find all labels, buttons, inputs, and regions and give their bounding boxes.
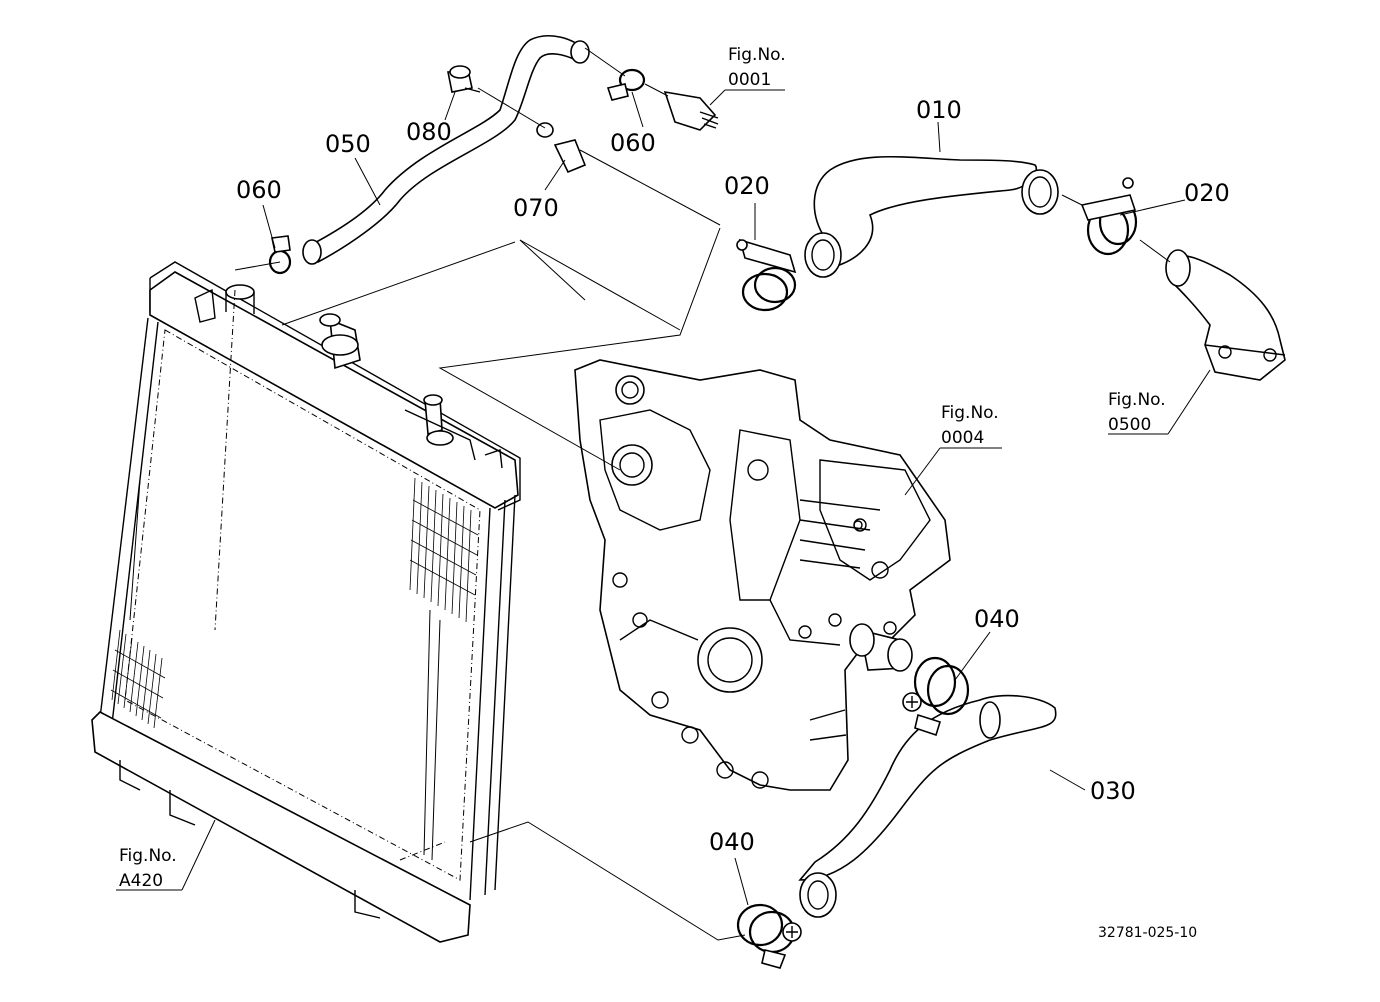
part-labels: 010 020 020 030 040 040 050 060 060 070 …	[236, 96, 1230, 856]
radiator-core-hatch-right	[409, 477, 479, 623]
engine-front-cover	[574, 359, 951, 791]
label-020-left: 020	[724, 172, 770, 200]
figref-A420-number: A420	[119, 871, 163, 891]
figref-0500-number: 0500	[1108, 415, 1151, 435]
fitting-0001	[663, 90, 719, 131]
drawing-code: 32781-025-10	[1098, 925, 1197, 941]
hose-030	[798, 694, 1057, 918]
clamp-060-upper	[606, 68, 646, 101]
radiator	[91, 261, 521, 943]
label-040-lower: 040	[709, 828, 755, 856]
label-020-right: 020	[1184, 179, 1230, 207]
label-030: 030	[1090, 777, 1136, 805]
radiator-core-hatch-left	[110, 629, 166, 729]
bracket-070	[536, 122, 587, 174]
figref-0004-title: Fig.No.	[941, 403, 999, 423]
label-060-upper: 060	[610, 129, 656, 157]
clamp-040-lower	[736, 903, 802, 969]
label-080: 080	[406, 118, 452, 146]
label-070: 070	[513, 194, 559, 222]
figref-0001-title: Fig.No.	[728, 45, 786, 65]
clamp-060-left	[268, 235, 292, 275]
hose-050	[302, 35, 590, 265]
label-040-upper: 040	[974, 605, 1020, 633]
thermostat-housing	[1165, 249, 1286, 381]
hose-010	[804, 155, 1059, 278]
label-010: 010	[916, 96, 962, 124]
clamp-040-upper	[902, 656, 970, 737]
figref-0004-number: 0004	[941, 428, 984, 448]
leader-lines	[116, 47, 1211, 941]
figref-0500-title: Fig.No.	[1108, 390, 1166, 410]
figref-0001-number: 0001	[728, 70, 771, 90]
label-060-left: 060	[236, 176, 282, 204]
bolt-080	[447, 65, 481, 93]
figure-references: Fig.No. 0001 Fig.No. 0500 Fig.No. 0004 F…	[119, 45, 1166, 891]
clamp-020-right	[1080, 177, 1138, 256]
figref-A420-title: Fig.No.	[119, 846, 177, 866]
clamp-020-left	[736, 238, 797, 312]
label-050: 050	[325, 130, 371, 158]
